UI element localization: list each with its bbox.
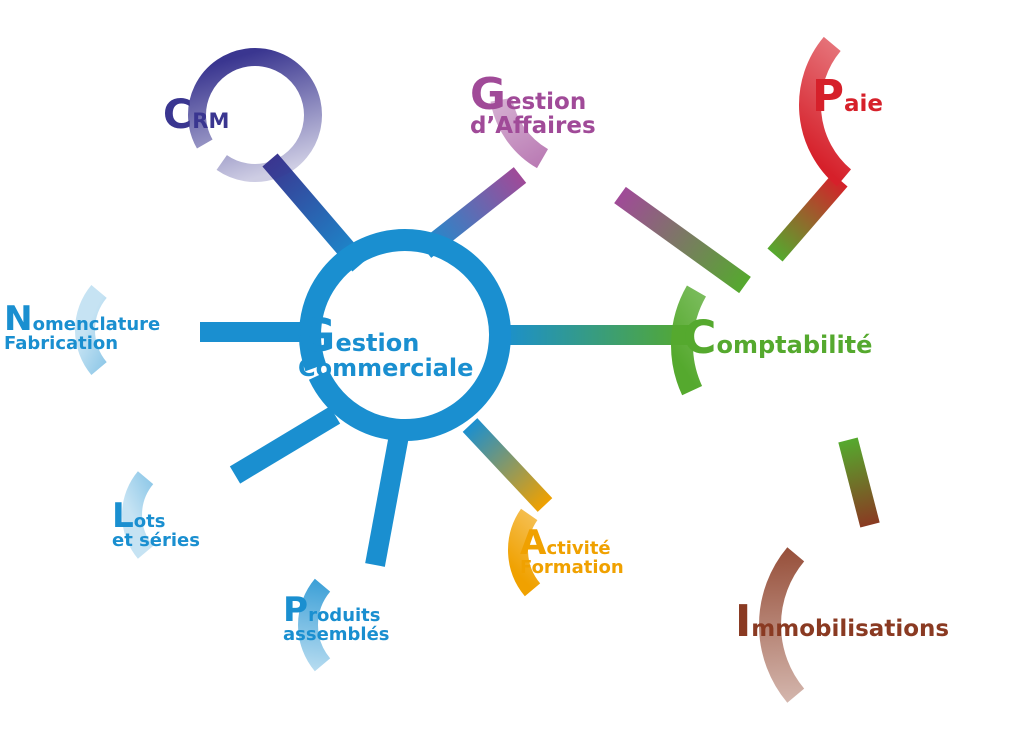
- initial: N: [4, 299, 33, 339]
- label-text: omenclature: [32, 314, 161, 335]
- initial: C: [683, 311, 717, 364]
- label-text: estion: [335, 329, 420, 357]
- ring-activite: [508, 508, 541, 597]
- label-text: mmobilisations: [751, 616, 950, 642]
- initial: I: [735, 596, 752, 647]
- initial: P: [283, 590, 309, 630]
- label-comptabilite: Comptabilité: [683, 315, 873, 361]
- initial: P: [812, 71, 845, 122]
- label-immobilisations: Immobilisations: [735, 600, 950, 644]
- label-gestion-affaires: Gestion d’Affaires: [470, 73, 596, 140]
- connector-affaires-comptabilite: [614, 186, 751, 294]
- ring-lots: [122, 471, 154, 559]
- label-text: assemblés: [283, 623, 390, 645]
- label-gestion-commerciale: Gestion Commerciale: [298, 313, 474, 383]
- connector-immobilisations: [838, 437, 880, 528]
- label-crm: CRM: [163, 95, 230, 135]
- label-nomenclature: Nomenclature Fabrication: [4, 302, 161, 354]
- ring-gestion-affaires: [490, 97, 549, 169]
- ring-immobilisations: [759, 547, 805, 703]
- label-text: d’Affaires: [470, 113, 596, 140]
- label-text: RM: [192, 109, 230, 133]
- label-text: ots: [133, 511, 166, 532]
- ring-nomenclature: [75, 285, 107, 375]
- initial: A: [520, 523, 547, 563]
- label-text: estion: [505, 89, 587, 115]
- ring-paie: [799, 36, 852, 187]
- ring-gestion-commerciale: [299, 229, 511, 441]
- ring-produits: [298, 578, 331, 672]
- connector-lots: [229, 406, 341, 484]
- label-activite: Activité Formation: [520, 526, 624, 578]
- label-text: roduits: [308, 605, 381, 626]
- connector-produits: [365, 428, 410, 567]
- label-produits: Produits assemblés: [283, 593, 390, 645]
- label-text: ctivité: [546, 538, 611, 559]
- label-text: Commerciale: [298, 354, 474, 383]
- label-paie: Paie: [812, 75, 884, 119]
- initial: G: [470, 69, 506, 120]
- connector-crm: [262, 153, 368, 272]
- label-text: Fabrication: [4, 332, 119, 354]
- connector-paie-comptabilite: [767, 173, 848, 262]
- label-text: et séries: [112, 529, 200, 551]
- ring-comptabilite: [671, 285, 707, 396]
- label-lots: Lots et séries: [112, 499, 200, 551]
- initial: C: [163, 92, 193, 138]
- initial: L: [112, 496, 134, 536]
- label-text: Formation: [520, 556, 624, 578]
- label-text: aie: [844, 91, 884, 117]
- ring-crm: [188, 48, 322, 182]
- label-text: omptabilité: [716, 331, 873, 359]
- connector-activite: [462, 418, 553, 512]
- initial: G: [298, 309, 336, 362]
